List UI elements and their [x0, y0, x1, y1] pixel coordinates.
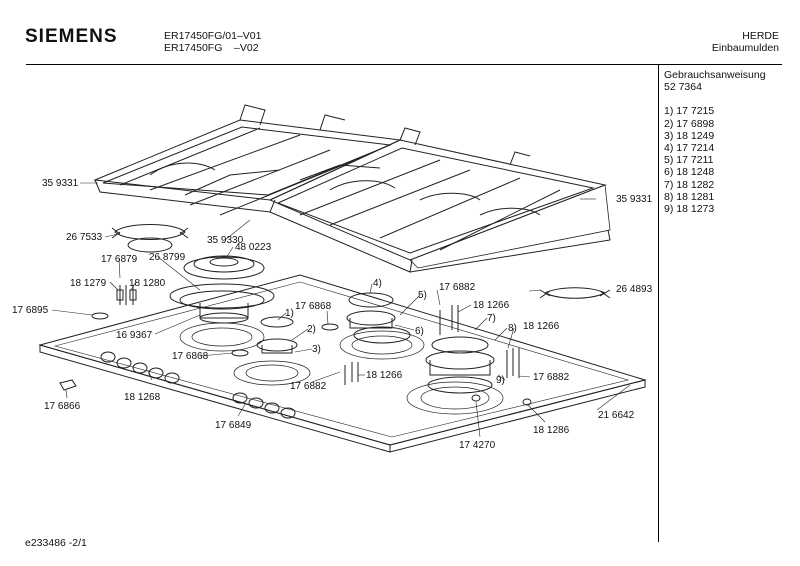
- manual-label: Gebrauchsanweisung: [664, 69, 766, 81]
- hob-plate: [38, 274, 647, 453]
- part-label: 18 1280: [129, 278, 166, 289]
- part-label: 18 1266: [366, 370, 403, 381]
- callout-7: 7): [487, 313, 496, 324]
- pan-support-grates: [93, 104, 611, 273]
- part-label: 35 9330: [207, 235, 244, 246]
- part-label: 17 6879: [101, 254, 138, 265]
- part-label: 26 4893: [616, 284, 653, 295]
- model-number-line-2: ER17450FG –V02: [164, 42, 259, 54]
- sidebar-item: 8) 18 1281: [664, 190, 715, 203]
- part-label: 17 6882: [290, 381, 327, 392]
- control-knobs: [100, 351, 296, 419]
- sidebar-divider: [658, 64, 659, 542]
- subcategory-label: Einbaumulden: [711, 42, 779, 54]
- part-label: 48 0223: [235, 242, 272, 253]
- callout-4: 4): [373, 278, 382, 289]
- sidebar-item: 9) 18 1273: [664, 203, 715, 216]
- part-label: 26 8799: [149, 252, 186, 263]
- model-number-line-1: ER17450FG/01–V01: [164, 30, 262, 42]
- part-label: 17 6882: [439, 282, 476, 293]
- callout-2: 2): [307, 324, 316, 335]
- igniters-thermocouples: [91, 285, 532, 406]
- part-label: 21 6642: [598, 410, 635, 421]
- leader-lines: [51, 182, 631, 438]
- sidebar-item: 4) 17 7214: [664, 142, 715, 155]
- part-label: 17 6882: [533, 372, 570, 383]
- callout-6: 6): [415, 326, 424, 337]
- header-divider: [26, 64, 782, 65]
- brand-logo: SIEMENS: [25, 26, 118, 47]
- bracket-part: [59, 379, 77, 391]
- part-label: 17 4270: [459, 440, 496, 451]
- callout-5: 5): [418, 290, 427, 301]
- sidebar-item: 5) 17 7211: [664, 154, 714, 167]
- burner-rings: [179, 322, 504, 415]
- category-label: HERDE: [742, 30, 779, 42]
- part-label: 17 6868: [295, 301, 332, 312]
- part-label: 18 1266: [523, 321, 560, 332]
- sidebar-item: 1) 17 7215: [664, 105, 715, 118]
- part-label: 35 9331: [616, 194, 653, 205]
- callout-1: 1): [285, 308, 294, 319]
- callout-8: 8): [508, 323, 517, 334]
- sidebar-item: 6) 18 1248: [664, 166, 715, 179]
- part-label: 18 1286: [533, 425, 570, 436]
- callout-9: 9): [496, 375, 505, 386]
- part-label: 35 9331: [42, 178, 79, 189]
- part-label: 17 6849: [215, 420, 252, 431]
- part-label: 17 6868: [172, 351, 209, 362]
- grate-clip-right: [539, 287, 611, 299]
- grate-clip: [111, 224, 189, 253]
- small-burners: [256, 292, 495, 394]
- callout-3: 3): [312, 344, 321, 355]
- manual-number: 52 7364: [664, 81, 702, 94]
- drawing-id: e233486 -2/1: [25, 537, 87, 549]
- part-label: 17 6895: [12, 305, 49, 316]
- sidebar-item: 3) 18 1249: [664, 129, 715, 142]
- part-label: 16 9367: [116, 330, 153, 341]
- burner-assembly-large: [169, 255, 275, 324]
- parts-sidebar: Gebrauchsanweisung 52 7364 1) 17 7215 2)…: [664, 69, 766, 215]
- part-label: 17 6866: [44, 401, 81, 412]
- part-label: 18 1268: [124, 392, 161, 403]
- callout-numbers: 1) 2) 3) 4) 5) 6) 7) 8) 9): [285, 278, 517, 386]
- part-label: 18 1279: [70, 278, 107, 289]
- sidebar-item: 7) 18 1282: [664, 178, 715, 191]
- part-label: 18 1266: [473, 300, 510, 311]
- part-label: 26 7533: [66, 232, 103, 243]
- part-labels: 35 9331 35 9331 35 9330 26 7533 48 0223 …: [12, 178, 653, 451]
- sidebar-item: 2) 17 6898: [664, 117, 715, 130]
